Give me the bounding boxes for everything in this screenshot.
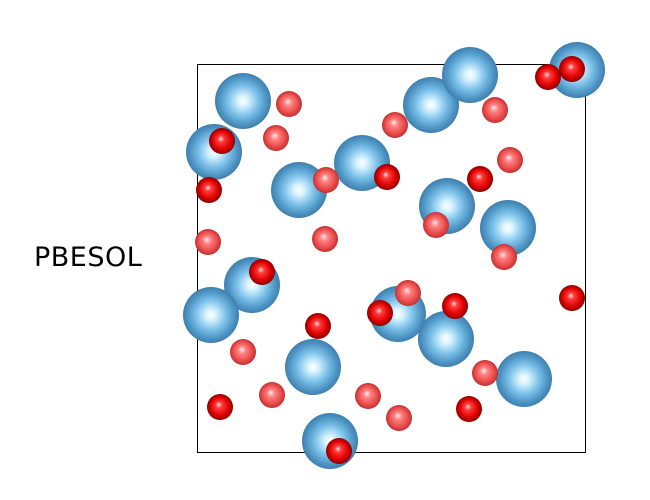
small-atom bbox=[305, 313, 331, 339]
small-atom bbox=[472, 360, 498, 386]
small-atom bbox=[456, 396, 482, 422]
small-atom bbox=[195, 229, 221, 255]
small-atom bbox=[313, 167, 339, 193]
small-atom bbox=[263, 125, 289, 151]
large-atom bbox=[215, 73, 271, 129]
large-atom bbox=[442, 47, 498, 103]
small-atom bbox=[196, 177, 222, 203]
small-atom bbox=[355, 383, 381, 409]
small-atom bbox=[382, 112, 408, 138]
small-atom bbox=[259, 382, 285, 408]
large-atom bbox=[496, 351, 552, 407]
large-atom bbox=[183, 287, 239, 343]
unit-cell-border bbox=[197, 64, 586, 453]
small-atom bbox=[230, 339, 256, 365]
small-atom bbox=[395, 280, 421, 306]
small-atom bbox=[467, 166, 493, 192]
large-atom bbox=[302, 413, 358, 469]
atoms-layer bbox=[183, 42, 605, 469]
small-atom bbox=[559, 56, 585, 82]
large-atom bbox=[403, 77, 459, 133]
small-atom bbox=[386, 405, 412, 431]
small-atom bbox=[326, 438, 352, 464]
small-atom bbox=[276, 91, 302, 117]
small-atom bbox=[497, 147, 523, 173]
small-atom bbox=[535, 64, 561, 90]
large-atom bbox=[418, 311, 474, 367]
small-atom bbox=[559, 285, 585, 311]
small-atom bbox=[249, 259, 275, 285]
small-atom bbox=[423, 212, 449, 238]
small-atom bbox=[312, 226, 338, 252]
small-atom bbox=[209, 128, 235, 154]
large-atom bbox=[271, 162, 327, 218]
small-atom bbox=[482, 97, 508, 123]
large-atom bbox=[285, 339, 341, 395]
small-atom bbox=[491, 244, 517, 270]
method-label: PBESOL bbox=[34, 242, 143, 273]
small-atom bbox=[374, 164, 400, 190]
small-atom bbox=[367, 300, 393, 326]
small-atom bbox=[207, 394, 233, 420]
large-atom bbox=[480, 200, 536, 256]
small-atom bbox=[442, 293, 468, 319]
